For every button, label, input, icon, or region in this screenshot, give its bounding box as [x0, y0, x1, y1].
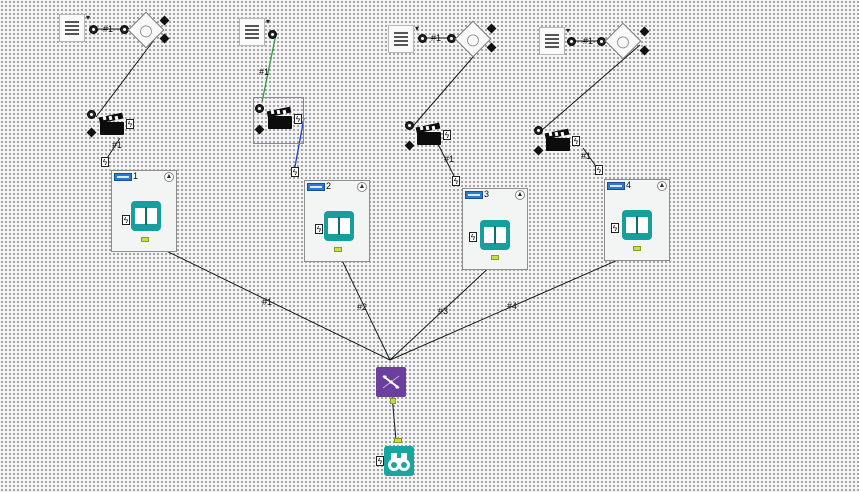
- filter-icon: [464, 31, 482, 49]
- filter-tool-1[interactable]: [127, 11, 165, 49]
- connection-label: #1: [444, 154, 455, 164]
- clapperboard-icon[interactable]: [265, 106, 293, 130]
- lightning-icon: ϟ: [126, 119, 134, 129]
- lightning-icon: ϟ: [595, 165, 603, 175]
- output-anchor[interactable]: [89, 25, 98, 34]
- lightning-icon: ϟ: [101, 157, 109, 167]
- text-input-icon: [545, 34, 559, 49]
- text-input-tool-2[interactable]: ▾: [239, 17, 270, 46]
- input-anchor[interactable]: [87, 110, 96, 119]
- open-book-icon[interactable]: [480, 220, 510, 250]
- container-icon: [607, 182, 625, 190]
- collapse-up-icon[interactable]: ▲: [657, 181, 667, 191]
- filter-tool-4[interactable]: [604, 22, 642, 60]
- container-icon: [465, 191, 483, 199]
- container-index: 1: [133, 171, 139, 181]
- text-input-tool-4[interactable]: ▾: [539, 26, 570, 55]
- connection-label: #1: [583, 36, 594, 46]
- output-anchor[interactable]: [268, 30, 277, 39]
- text-input-icon: [245, 25, 259, 40]
- tool-container-1[interactable]: 1 ▲ ϟ: [111, 170, 177, 252]
- lightning-icon: ϟ: [376, 456, 384, 466]
- clapperboard-icon[interactable]: [97, 112, 125, 136]
- caret-icon: ▾: [414, 24, 419, 33]
- input-anchor-diamond[interactable]: [86, 127, 97, 138]
- tool-container-4[interactable]: 4 ▲ ϟ: [604, 179, 670, 261]
- container-index: 2: [326, 181, 332, 191]
- open-book-icon[interactable]: [622, 210, 652, 240]
- connection-label: #1: [259, 67, 270, 77]
- filter-icon: [137, 22, 155, 40]
- lightning-icon: ϟ: [572, 136, 580, 146]
- connection-label: #1: [431, 33, 442, 43]
- false-anchor[interactable]: [159, 33, 170, 44]
- lightning-icon: ϟ: [294, 114, 302, 124]
- join-connection-label: #3: [438, 306, 449, 316]
- open-book-icon[interactable]: [131, 201, 161, 231]
- lightning-icon: ϟ: [315, 224, 323, 234]
- output-anchor[interactable]: [390, 398, 396, 404]
- text-input-tool-1[interactable]: ▾: [59, 13, 90, 42]
- connection-label: #1: [103, 24, 114, 34]
- join-connection-label: #1: [262, 297, 273, 307]
- false-anchor[interactable]: [639, 45, 650, 56]
- connection-label: #1: [581, 151, 592, 161]
- clapperboard-icon[interactable]: [414, 122, 442, 146]
- caret-icon: ▾: [265, 17, 270, 26]
- false-anchor[interactable]: [486, 42, 497, 53]
- input-anchor[interactable]: [255, 104, 264, 113]
- output-anchor[interactable]: [567, 37, 576, 46]
- connection-label: #1: [112, 140, 123, 150]
- input-anchor[interactable]: [394, 438, 402, 443]
- clapperboard-icon[interactable]: [543, 128, 571, 152]
- output-anchor[interactable]: [418, 34, 427, 43]
- container-index: 4: [626, 180, 632, 190]
- output-anchor[interactable]: [491, 255, 499, 260]
- lightning-icon: ϟ: [469, 232, 477, 242]
- input-anchor[interactable]: [534, 126, 543, 135]
- lightning-icon: ϟ: [443, 130, 451, 140]
- join-connection-label: #2: [357, 302, 368, 312]
- input-anchor[interactable]: [405, 121, 414, 130]
- dna-glyph: [382, 375, 400, 389]
- container-index: 3: [484, 189, 490, 199]
- collapse-up-icon[interactable]: ▲: [357, 182, 367, 192]
- tool-container-3[interactable]: 3 ▲ ϟ: [462, 188, 528, 270]
- output-anchor[interactable]: [633, 246, 641, 251]
- dna-join-icon[interactable]: [376, 367, 406, 397]
- true-anchor[interactable]: [639, 26, 650, 37]
- join-connection-label: #4: [507, 301, 518, 311]
- output-anchor[interactable]: [334, 247, 342, 252]
- lightning-icon: ϟ: [122, 215, 130, 225]
- caret-icon: ▾: [85, 13, 90, 22]
- text-input-tool-3[interactable]: ▾: [388, 24, 419, 53]
- true-anchor[interactable]: [486, 23, 497, 34]
- caret-icon: ▾: [565, 26, 570, 35]
- container-icon: [114, 173, 132, 181]
- container-icon: [307, 183, 325, 191]
- input-anchor-diamond[interactable]: [533, 145, 544, 156]
- filter-icon: [614, 33, 632, 51]
- collapse-up-icon[interactable]: ▲: [164, 172, 174, 182]
- collapse-up-icon[interactable]: ▲: [515, 190, 525, 200]
- filter-tool-3[interactable]: [454, 20, 492, 58]
- text-input-icon: [394, 32, 408, 47]
- lightning-icon: ϟ: [452, 176, 460, 186]
- binoculars-icon[interactable]: [384, 446, 414, 476]
- binoculars-glyph: [388, 453, 410, 471]
- selection-frame: [253, 97, 304, 144]
- open-book-icon[interactable]: [324, 211, 354, 241]
- text-input-icon: [65, 21, 79, 36]
- output-anchor[interactable]: [141, 237, 149, 242]
- tool-container-2[interactable]: 2 ▲ ϟ: [304, 180, 370, 262]
- true-anchor[interactable]: [159, 15, 170, 26]
- lightning-icon: ϟ: [291, 167, 299, 177]
- input-anchor-diamond[interactable]: [404, 140, 415, 151]
- lightning-icon: ϟ: [611, 223, 619, 233]
